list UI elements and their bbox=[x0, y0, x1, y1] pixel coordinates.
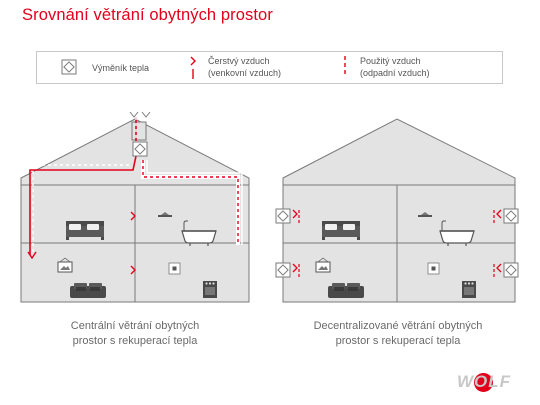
fresh-air-marker-icon bbox=[130, 211, 136, 221]
central-caption-line1: Centrální větrání obytných bbox=[70, 320, 200, 332]
logo-dot bbox=[474, 373, 493, 392]
central-duct-network bbox=[27, 111, 243, 260]
legend-used-air-label: Použitý vzduch bbox=[360, 56, 421, 66]
stove-icon bbox=[462, 281, 476, 298]
wolf-logo: WOLF bbox=[457, 372, 512, 391]
fresh-air-marker-icon bbox=[130, 265, 136, 275]
wall-outlet-icon bbox=[427, 262, 440, 275]
unit-heat-exchanger-icon bbox=[275, 262, 291, 278]
legend-used-air-sublabel: (odpadní vzduch) bbox=[360, 68, 430, 78]
decentral-caption: Decentralizované větrání obytných prosto… bbox=[270, 319, 526, 349]
legend-heat-exchanger-icon bbox=[61, 59, 77, 75]
decentral-house bbox=[282, 118, 516, 303]
decentral-caption-line1: Decentralizované větrání obytných bbox=[313, 320, 483, 332]
unit-heat-exchanger-icon bbox=[275, 208, 291, 224]
legend-heat-exchanger-label: Výměník tepla bbox=[92, 63, 150, 73]
legend-fresh-air-label: Čerstvý vzduch bbox=[208, 56, 270, 66]
legend-box bbox=[36, 51, 503, 84]
central-caption: Centrální větrání obytných prostor s rek… bbox=[21, 319, 249, 349]
unit-heat-exchanger-icon bbox=[503, 208, 519, 224]
decentral-caption-line2: prostor s rekuperací tepla bbox=[335, 335, 461, 347]
legend-fresh-air-sublabel: (venkovní vzduch) bbox=[208, 68, 282, 78]
stove-icon bbox=[203, 281, 217, 298]
central-caption-line2: prostor s rekuperací tepla bbox=[72, 335, 198, 347]
wall-outlet-icon bbox=[168, 262, 181, 275]
central-heat-exchanger-icon bbox=[132, 141, 148, 157]
page-title: Srovnání větrání obytných prostor bbox=[22, 6, 273, 24]
decentral-units bbox=[275, 208, 519, 278]
legend-fresh-air-icon bbox=[190, 56, 196, 79]
unit-heat-exchanger-icon bbox=[503, 262, 519, 278]
